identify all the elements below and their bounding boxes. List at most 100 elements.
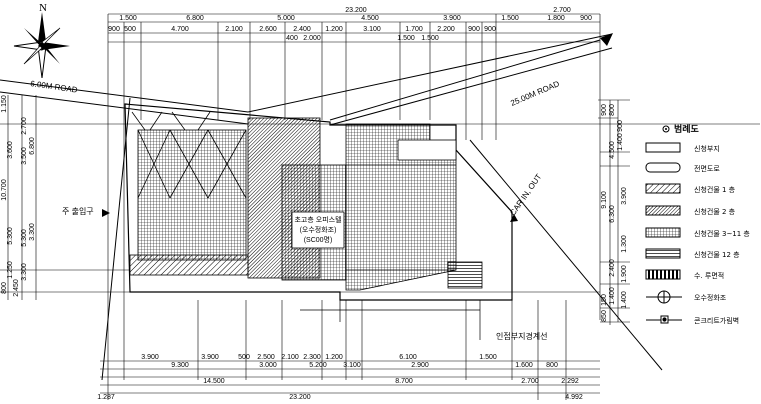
legend-label-1: 전면도로 xyxy=(694,164,720,173)
car-arrow-icon xyxy=(510,214,518,222)
legend-swatch-site xyxy=(645,142,681,153)
dimension-frame xyxy=(0,13,760,400)
dim-bot1-2: 500 xyxy=(238,354,250,361)
dim-left-3: 5.300 xyxy=(7,227,14,245)
dim-bot3-3: 2.292 xyxy=(561,378,579,385)
dim-left-4: 1.250 xyxy=(7,261,14,279)
dim-bot1-0: 3.900 xyxy=(141,354,159,361)
dim-right-in-4: 2.400 xyxy=(609,259,616,277)
dim-top2-7: 3.100 xyxy=(363,26,381,33)
dim-right-8: 850 xyxy=(601,310,608,322)
dim-top2-0: 900 xyxy=(108,26,120,33)
dim-bot1-1: 3.900 xyxy=(201,354,219,361)
dim-bot1-8: 1.500 xyxy=(479,354,497,361)
center-label-1: 초고층 오피스텔 xyxy=(294,215,341,224)
dim-top1-0: 1.500 xyxy=(119,15,137,22)
dim-bot-right: 4.992 xyxy=(565,394,583,401)
dim-left-in-3: 5.300 xyxy=(21,229,28,247)
dim-right-0: 900 xyxy=(601,104,608,116)
dim-bot1-6: 1.200 xyxy=(325,354,343,361)
dim-right-4: 1.300 xyxy=(621,235,628,253)
legend-label-3: 신청건물 2 층 xyxy=(694,207,736,216)
dim-right-5: 1.400 xyxy=(609,287,616,305)
dim-top1-2: 5.000 xyxy=(277,15,295,22)
north-label: N xyxy=(39,2,47,14)
dim-top1-3: 4.500 xyxy=(361,15,379,22)
center-label-3: (SC00명) xyxy=(304,235,333,244)
building-grid-right xyxy=(345,123,457,291)
dim-left-5: 800 xyxy=(1,282,8,294)
dim-right-in-0: 900 xyxy=(617,120,624,132)
dim-right-6: 1.900 xyxy=(621,265,628,283)
dim-top2-5: 2.400 xyxy=(293,26,311,33)
dim-bot1-4: 2.100 xyxy=(281,354,299,361)
dim-bot2-1: 3.000 xyxy=(259,362,277,369)
north-arrow-icon xyxy=(13,12,70,79)
parking-lines xyxy=(300,164,481,340)
car-label: CAR IN, OUT xyxy=(508,172,543,217)
stair-box xyxy=(397,139,457,161)
dim-left-in-4: 3.300 xyxy=(29,223,36,241)
legend-label-5: 신청건물 12 층 xyxy=(694,250,740,259)
dim-bot2-4: 2.900 xyxy=(411,362,429,369)
legend: 범례도 신청부지 전면도로 신청건물 1 층 신청건물 2 층 신청건물 3~1… xyxy=(645,123,750,325)
dim-bot-left: 1.287 xyxy=(97,394,115,401)
legend-swatch-landscape xyxy=(645,269,681,280)
dim-left-1: 3.600 xyxy=(7,141,14,159)
legend-swatch-3-11f xyxy=(645,227,681,238)
dim-left-0: 1.150 xyxy=(1,95,8,113)
dim-right-2: 9.100 xyxy=(601,191,608,209)
legend-label-7: 오수정화조 xyxy=(694,293,727,302)
dim-top3-1: 2.000 xyxy=(303,35,321,42)
dim-right-7: 150 xyxy=(601,294,608,306)
legend-label-0: 신청부지 xyxy=(694,144,720,153)
road-arrowhead-icon xyxy=(600,33,613,46)
dim-left-6: 2.450 xyxy=(13,279,20,297)
dim-bot1-5: 2.300 xyxy=(303,354,321,361)
dim-bot2-2: 5.200 xyxy=(309,362,327,369)
legend-title: 범례도 xyxy=(674,123,700,135)
dim-top2-2: 4.700 xyxy=(171,26,189,33)
dim-top-right: 2.700 xyxy=(553,7,571,14)
legend-swatch-2f xyxy=(645,205,681,216)
legend-swatch-1f xyxy=(645,183,681,194)
dim-top2-1: 500 xyxy=(124,26,136,33)
legend-swatch-road xyxy=(645,162,681,173)
dim-bot1-7: 6.100 xyxy=(399,354,417,361)
dim-top1-7: 900 xyxy=(580,15,592,22)
road-diagonal-label: 25.00M ROAD xyxy=(509,79,561,108)
dim-top2-11: 900 xyxy=(484,26,496,33)
building-grid-left xyxy=(137,129,247,261)
dim-bot2-6: 800 xyxy=(546,362,558,369)
dim-top1-6: 1.800 xyxy=(547,15,565,22)
dim-top3-3: 1.500 xyxy=(421,35,439,42)
dim-top1-4: 3.900 xyxy=(443,15,461,22)
legend-label-6: 수. 루면적 xyxy=(694,271,724,280)
dim-bot3-0: 14.500 xyxy=(203,378,225,385)
dim-left-in-5: 3.300 xyxy=(21,263,28,281)
dim-bot2-3: 3.100 xyxy=(343,362,361,369)
dim-left-in-1: 3.500 xyxy=(21,147,28,165)
core-box xyxy=(291,211,345,249)
site-boundary xyxy=(124,103,513,301)
entrance-arrow-icon xyxy=(102,209,110,217)
dim-right-1: 800 xyxy=(609,104,616,116)
dim-left-in-0: 2.700 xyxy=(21,117,28,135)
road-left-label: 6.00M ROAD xyxy=(30,79,79,95)
legend-swatch-12f xyxy=(645,248,681,259)
dim-right-in-3: 3.900 xyxy=(621,187,628,205)
dim-right-3: 6.300 xyxy=(609,205,616,223)
legend-label-2: 신청건물 1 층 xyxy=(694,185,736,194)
dim-top1-1: 6.800 xyxy=(186,15,204,22)
boundary-label: 인접부지경계선 xyxy=(496,331,548,341)
center-label-2: (오수정화조) xyxy=(300,225,337,234)
dim-bot-total: 23.200 xyxy=(289,394,311,401)
building-hatch-1f xyxy=(129,254,249,276)
dim-top2-9: 2.200 xyxy=(437,26,455,33)
dim-top-total: 23.200 xyxy=(345,7,367,14)
dim-top2-6: 1.200 xyxy=(325,26,343,33)
building-x-bracing xyxy=(131,111,247,199)
dim-top1-5: 1.500 xyxy=(501,15,519,22)
dim-bot1-3: 2.500 xyxy=(257,354,275,361)
